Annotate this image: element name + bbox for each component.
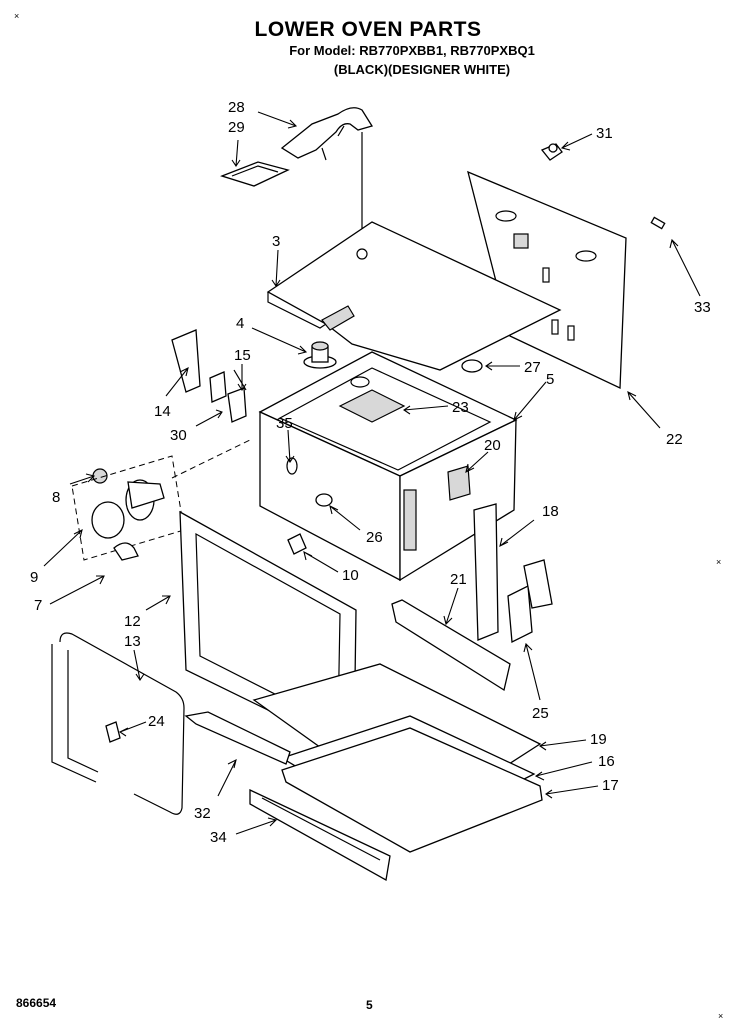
- door-hinge-part: [507, 584, 533, 644]
- callout-29: 29: [228, 119, 245, 136]
- callout-7: 7: [34, 597, 42, 614]
- latch-part: [227, 387, 247, 423]
- door-gasket-part: [51, 632, 185, 815]
- callout-13: 13: [124, 633, 141, 650]
- corner-mark-bottom-right: ×: [718, 1011, 724, 1021]
- clip-part: [650, 216, 666, 230]
- sensor-part: [303, 341, 337, 369]
- vent-trim-part: [184, 711, 291, 765]
- page-number: 5: [366, 998, 373, 1012]
- callout-23: 23: [452, 399, 469, 416]
- callout-21: 21: [450, 571, 467, 588]
- callout-33: 33: [694, 299, 711, 316]
- vent-duct-part: [280, 107, 374, 161]
- callout-32: 32: [194, 805, 211, 822]
- callout-25: 25: [532, 705, 549, 722]
- callout-35: 35: [276, 415, 293, 432]
- mounting-bracket-part: [171, 329, 201, 393]
- bottom-panel-part: [281, 727, 543, 853]
- oven-cavity-part: [258, 351, 518, 582]
- top-panel-part: [266, 221, 562, 371]
- callout-16: 16: [598, 753, 615, 770]
- corner-mark-right: ×: [716, 557, 722, 567]
- callout-5: 5: [546, 371, 554, 388]
- callout-24: 24: [148, 713, 165, 730]
- light-lens-part: [91, 501, 125, 539]
- document-number: 866654: [16, 996, 57, 1010]
- model-line: For Model: RB770PXBB1, RB770PXBQ1: [289, 43, 535, 58]
- vent-baffle-part: [220, 161, 290, 187]
- callout-26: 26: [366, 529, 383, 546]
- gasket-clip-part: [105, 721, 121, 743]
- corner-mark-top-left: ×: [14, 11, 20, 21]
- side-bracket-part: [473, 503, 499, 641]
- kick-panel-part: [249, 788, 391, 882]
- callout-15: 15: [234, 347, 251, 364]
- callout-12: 12: [124, 613, 141, 630]
- callout-17: 17: [602, 777, 619, 794]
- light-bulb-part: [113, 542, 139, 561]
- callout-3: 3: [272, 233, 280, 250]
- hinge-receptacle-part: [209, 371, 227, 403]
- callout-22: 22: [666, 431, 683, 448]
- callout-34: 34: [210, 829, 227, 846]
- callout-9: 9: [30, 569, 38, 586]
- callout-20: 20: [484, 437, 501, 454]
- plug-disc-part: [461, 359, 483, 373]
- callout-4: 4: [236, 315, 244, 332]
- callout-28: 28: [228, 99, 245, 116]
- callout-18: 18: [542, 503, 559, 520]
- callout-8: 8: [52, 489, 60, 506]
- color-line: (BLACK)(DESIGNER WHITE): [333, 62, 511, 77]
- light-socket-part: [125, 479, 165, 521]
- callout-10: 10: [342, 567, 359, 584]
- callout-31: 31: [596, 125, 613, 142]
- support-rail-part: [391, 599, 511, 692]
- callout-30: 30: [170, 427, 187, 444]
- callout-27: 27: [524, 359, 541, 376]
- callout-19: 19: [590, 731, 607, 748]
- page-title: LOWER OVEN PARTS: [254, 18, 482, 41]
- callout-14: 14: [154, 403, 171, 420]
- door-switch-part: [287, 533, 307, 555]
- switch-part: [540, 143, 563, 161]
